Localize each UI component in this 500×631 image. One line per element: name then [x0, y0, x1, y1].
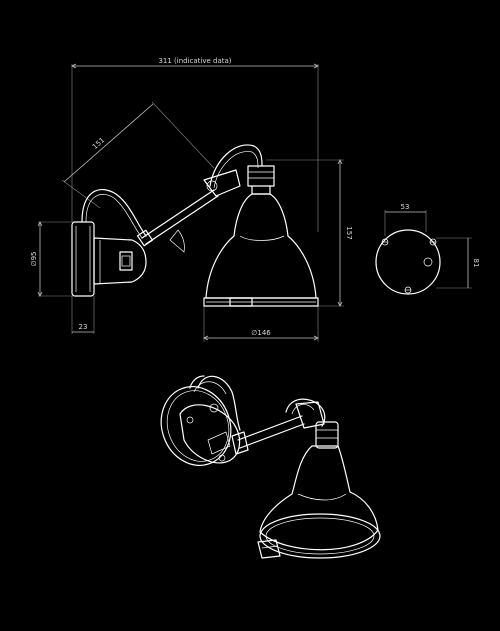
arm-length-label: 151 — [91, 136, 106, 151]
overall-width-label: 311 (indicative data) — [158, 57, 231, 65]
perspective-view — [160, 375, 381, 559]
plate-height-label: 81 — [472, 259, 480, 268]
base-diameter-label: ∅95 — [30, 251, 38, 266]
base-diameter-dimension: ∅95 — [30, 221, 82, 297]
lamp-side-outline — [71, 144, 319, 307]
height-label: 157 — [345, 226, 353, 239]
height-dimension: 157 — [266, 159, 353, 307]
plate-width-label: 53 — [401, 203, 410, 211]
overall-width-dimension: 311 (indicative data) — [71, 57, 319, 232]
shade-diameter-dimension: ∅146 — [203, 302, 319, 342]
base-depth-dimension: 23 — [71, 296, 95, 334]
wall-plate-view: 53 81 — [375, 203, 480, 295]
shade-diameter-label: ∅146 — [251, 329, 271, 337]
arm-length-dimension: 151 — [61, 101, 215, 209]
base-depth-label: 23 — [79, 323, 88, 331]
side-elevation-view: 311 (indicative data) 151 157 ∅146 — [30, 57, 353, 342]
